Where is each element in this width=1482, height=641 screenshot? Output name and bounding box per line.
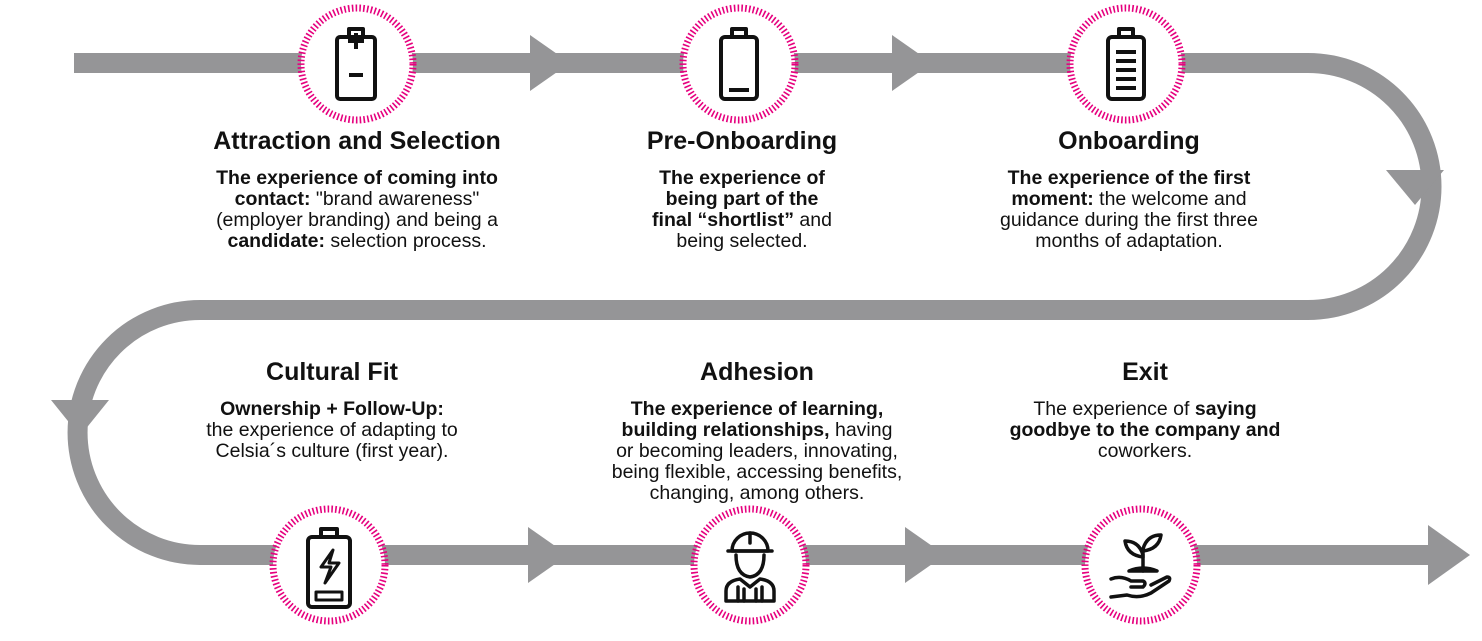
arrowhead-up <box>51 400 109 436</box>
description-text: Celsia´s culture (first year). <box>215 439 449 462</box>
description-text: The experience of <box>1033 397 1195 420</box>
description-text: the experience of adapting to <box>206 418 458 441</box>
stage-attraction-selection: Attraction and Selection The experience … <box>167 127 547 252</box>
description-line: guidance during the first three <box>959 208 1299 231</box>
track-arrowheads <box>51 35 1470 585</box>
description-line: being part of the <box>582 187 902 210</box>
description-bold-text: building relationships, <box>621 418 830 441</box>
description-bold-text: being part of the <box>665 187 819 210</box>
description-bold-text: The experience of <box>659 166 825 189</box>
description-bold-text: final “shortlist” <box>652 208 794 231</box>
arrowhead-right <box>892 35 932 91</box>
stage-title: Exit <box>1122 358 1168 386</box>
description-line: being selected. <box>582 229 902 252</box>
description-line: candidate: selection process. <box>167 229 547 252</box>
stage-icon-attraction-selection <box>297 4 417 124</box>
arrowhead-end <box>1428 525 1470 585</box>
arrowhead-right <box>528 527 568 583</box>
description-text: changing, among others. <box>649 481 865 504</box>
description-line: Ownership + Follow-Up: <box>162 397 502 420</box>
description-line: The experience of coming into <box>167 166 547 189</box>
description-line: the experience of adapting to <box>162 418 502 441</box>
stage-description: The experience of learning,building rela… <box>572 397 942 504</box>
description-text: (employer branding) and being a <box>216 208 498 231</box>
description-line: (employer branding) and being a <box>167 208 547 231</box>
stage-icon-exit <box>1081 505 1201 625</box>
battery-plus-minus-icon <box>297 4 417 124</box>
arrowhead-right <box>905 527 945 583</box>
description-line: Celsia´s culture (first year). <box>162 439 502 462</box>
description-bold-text: contact: <box>234 187 311 210</box>
description-line: The experience of <box>582 166 902 189</box>
description-text: having <box>829 418 893 441</box>
description-text: selection process. <box>325 229 487 252</box>
description-line: months of adaptation. <box>959 229 1299 252</box>
description-bold-text: goodbye to the company and <box>1009 418 1281 441</box>
description-text: the welcome and <box>1093 187 1247 210</box>
stage-cultural-fit: Cultural Fit Ownership + Follow-Up:the e… <box>162 358 502 462</box>
battery-full-icon <box>1066 4 1186 124</box>
description-bold-text: saying <box>1194 397 1257 420</box>
stage-icon-pre-onboarding <box>679 4 799 124</box>
track-path <box>67 53 1442 565</box>
description-text: and <box>793 208 832 231</box>
stage-description: Ownership + Follow-Up:the experience of … <box>162 397 502 462</box>
description-text: coworkers. <box>1097 439 1193 462</box>
description-bold-text: The experience of learning, <box>630 397 884 420</box>
description-line: The experience of the first <box>959 166 1299 189</box>
description-line: or becoming leaders, innovating, <box>572 439 942 462</box>
description-text: or becoming leaders, innovating, <box>616 439 898 462</box>
plant-in-hand-icon <box>1081 505 1201 625</box>
description-bold-text: Ownership + Follow-Up: <box>220 397 444 420</box>
battery-charging-icon <box>269 505 389 625</box>
stage-title: Pre-Onboarding <box>646 127 838 155</box>
stage-adhesion: Adhesion The experience of learning,buil… <box>572 358 942 504</box>
stage-title: Adhesion <box>700 358 814 386</box>
description-bold-text: moment: <box>1011 187 1094 210</box>
stage-title: Attraction and Selection <box>213 127 501 155</box>
description-line: changing, among others. <box>572 481 942 504</box>
track-line <box>67 53 1442 565</box>
description-bold-text: The experience of the first <box>1007 166 1251 189</box>
description-text: guidance during the first three <box>1000 208 1258 231</box>
description-line: being flexible, accessing benefits, <box>572 460 942 483</box>
description-text: "brand awareness" <box>310 187 480 210</box>
stage-icon-cultural-fit <box>269 505 389 625</box>
description-line: contact: "brand awareness" <box>167 187 547 210</box>
description-bold-text: candidate: <box>227 229 326 252</box>
arrowhead-down <box>1386 170 1444 205</box>
description-line: moment: the welcome and <box>959 187 1299 210</box>
arrowhead-right <box>530 35 570 91</box>
description-text: months of adaptation. <box>1035 229 1223 252</box>
stage-icon-onboarding <box>1066 4 1186 124</box>
description-line: final “shortlist” and <box>582 208 902 231</box>
battery-low-icon <box>679 4 799 124</box>
description-line: building relationships, having <box>572 418 942 441</box>
description-line: goodbye to the company and <box>970 418 1320 441</box>
stage-icon-adhesion <box>690 505 810 625</box>
description-line: coworkers. <box>970 439 1320 462</box>
worker-hardhat-icon <box>690 505 810 625</box>
description-text: being flexible, accessing benefits, <box>611 460 903 483</box>
description-line: The experience of saying <box>970 397 1320 420</box>
description-line: The experience of learning, <box>572 397 942 420</box>
stage-title: Onboarding <box>1058 127 1200 155</box>
description-text: being selected. <box>676 229 808 252</box>
description-bold-text: The experience of coming into <box>216 166 498 189</box>
stage-title: Cultural Fit <box>266 358 398 386</box>
